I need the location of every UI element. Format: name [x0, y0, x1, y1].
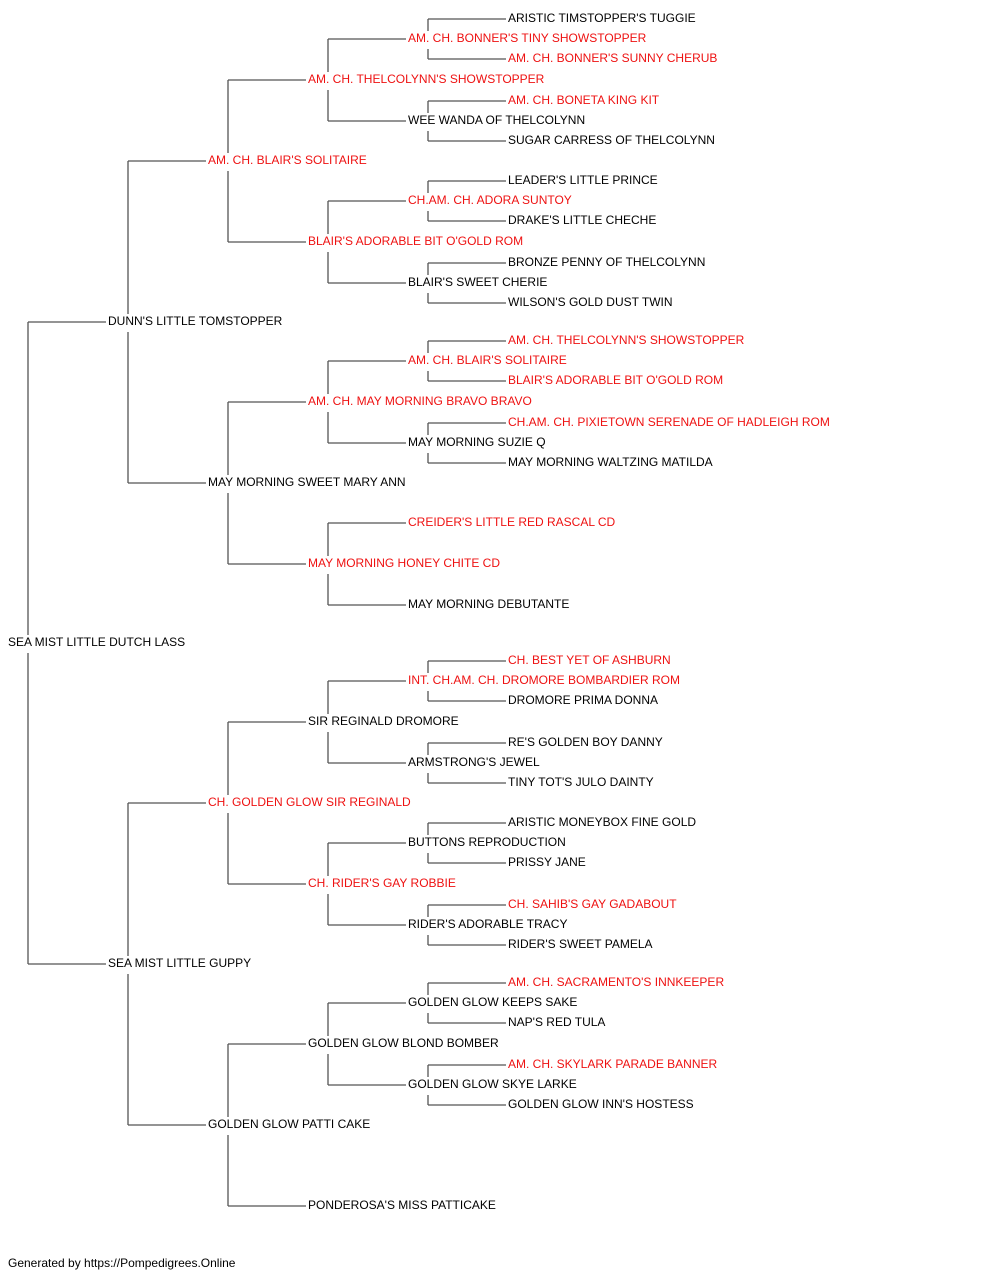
pedigree-name-gen5: WILSON'S GOLD DUST TWIN: [508, 295, 673, 309]
pedigree-name-gen2: GOLDEN GLOW PATTI CAKE: [208, 1117, 370, 1131]
pedigree-name-gen5: AM. CH. THELCOLYNN'S SHOWSTOPPER: [508, 333, 745, 347]
pedigree-name-gen4: ARMSTRONG'S JEWEL: [408, 755, 540, 769]
pedigree-name-gen5: BLAIR'S ADORABLE BIT O'GOLD ROM: [508, 373, 723, 387]
pedigree-name-gen3: AM. CH. THELCOLYNN'S SHOWSTOPPER: [308, 72, 545, 86]
pedigree-name-gen5: RIDER'S SWEET PAMELA: [508, 937, 653, 951]
pedigree-name-gen1: DUNN'S LITTLE TOMSTOPPER: [108, 314, 283, 328]
pedigree-name-gen5: AM. CH. SKYLARK PARADE BANNER: [508, 1057, 717, 1071]
pedigree-name-gen5: CH.AM. CH. PIXIETOWN SERENADE OF HADLEIG…: [508, 415, 830, 429]
pedigree-name-gen5: SUGAR CARRESS OF THELCOLYNN: [508, 133, 715, 147]
pedigree-name-gen1: SEA MIST LITTLE GUPPY: [108, 956, 251, 970]
pedigree-name-gen5: DRAKE'S LITTLE CHECHE: [508, 213, 656, 227]
pedigree-name-gen4: MAY MORNING DEBUTANTE: [408, 597, 569, 611]
pedigree-name-gen4: AM. CH. BONNER'S TINY SHOWSTOPPER: [408, 31, 647, 45]
pedigree-name-gen5: AM. CH. SACRAMENTO'S INNKEEPER: [508, 975, 724, 989]
pedigree-name-gen3: PONDEROSA'S MISS PATTICAKE: [308, 1198, 496, 1212]
pedigree-name-gen4: BLAIR'S SWEET CHERIE: [408, 275, 547, 289]
pedigree-name-gen3: BLAIR'S ADORABLE BIT O'GOLD ROM: [308, 234, 523, 248]
pedigree-name-gen5: MAY MORNING WALTZING MATILDA: [508, 455, 713, 469]
pedigree-name-gen0: SEA MIST LITTLE DUTCH LASS: [8, 635, 185, 649]
pedigree-name-gen4: WEE WANDA OF THELCOLYNN: [408, 113, 585, 127]
pedigree-name-gen5: LEADER'S LITTLE PRINCE: [508, 173, 658, 187]
pedigree-name-gen5: CH. SAHIB'S GAY GADABOUT: [508, 897, 677, 911]
pedigree-name-gen4: RIDER'S ADORABLE TRACY: [408, 917, 567, 931]
pedigree-name-gen5: RE'S GOLDEN BOY DANNY: [508, 735, 663, 749]
pedigree-name-gen5: ARISTIC MONEYBOX FINE GOLD: [508, 815, 696, 829]
pedigree-name-gen5: NAP'S RED TULA: [508, 1015, 605, 1029]
pedigree-name-gen4: INT. CH.AM. CH. DROMORE BOMBARDIER ROM: [408, 673, 680, 687]
pedigree-name-gen4: CH.AM. CH. ADORA SUNTOY: [408, 193, 572, 207]
pedigree-name-gen5: DROMORE PRIMA DONNA: [508, 693, 658, 707]
pedigree-name-gen3: AM. CH. MAY MORNING BRAVO BRAVO: [308, 394, 532, 408]
pedigree-name-gen3: GOLDEN GLOW BLOND BOMBER: [308, 1036, 499, 1050]
pedigree-name-gen4: CREIDER'S LITTLE RED RASCAL CD: [408, 515, 616, 529]
pedigree-name-gen4: MAY MORNING SUZIE Q: [408, 435, 546, 449]
pedigree-name-gen5: GOLDEN GLOW INN'S HOSTESS: [508, 1097, 694, 1111]
pedigree-name-gen5: BRONZE PENNY OF THELCOLYNN: [508, 255, 705, 269]
pedigree-name-gen5: PRISSY JANE: [508, 855, 586, 869]
pedigree-name-gen5: AM. CH. BONNER'S SUNNY CHERUB: [508, 51, 717, 65]
pedigree-name-gen4: BUTTONS REPRODUCTION: [408, 835, 566, 849]
pedigree-name-gen5: CH. BEST YET OF ASHBURN: [508, 653, 671, 667]
generated-by-footer: Generated by https://Pompedigrees.Online: [8, 1256, 236, 1270]
pedigree-name-gen5: ARISTIC TIMSTOPPER'S TUGGIE: [508, 11, 696, 25]
pedigree-name-gen3: SIR REGINALD DROMORE: [308, 714, 459, 728]
pedigree-name-gen3: MAY MORNING HONEY CHITE CD: [308, 556, 500, 570]
pedigree-name-gen4: GOLDEN GLOW SKYE LARKE: [408, 1077, 577, 1091]
pedigree-name-gen2: MAY MORNING SWEET MARY ANN: [208, 475, 406, 489]
pedigree-name-gen5: AM. CH. BONETA KING KIT: [508, 93, 660, 107]
pedigree-name-gen2: AM. CH. BLAIR'S SOLITAIRE: [208, 153, 367, 167]
pedigree-name-gen2: CH. GOLDEN GLOW SIR REGINALD: [208, 795, 411, 809]
pedigree-name-gen5: TINY TOT'S JULO DAINTY: [508, 775, 654, 789]
pedigree-name-gen4: GOLDEN GLOW KEEPS SAKE: [408, 995, 577, 1009]
pedigree-name-gen4: AM. CH. BLAIR'S SOLITAIRE: [408, 353, 567, 367]
pedigree-name-gen3: CH. RIDER'S GAY ROBBIE: [308, 876, 456, 890]
